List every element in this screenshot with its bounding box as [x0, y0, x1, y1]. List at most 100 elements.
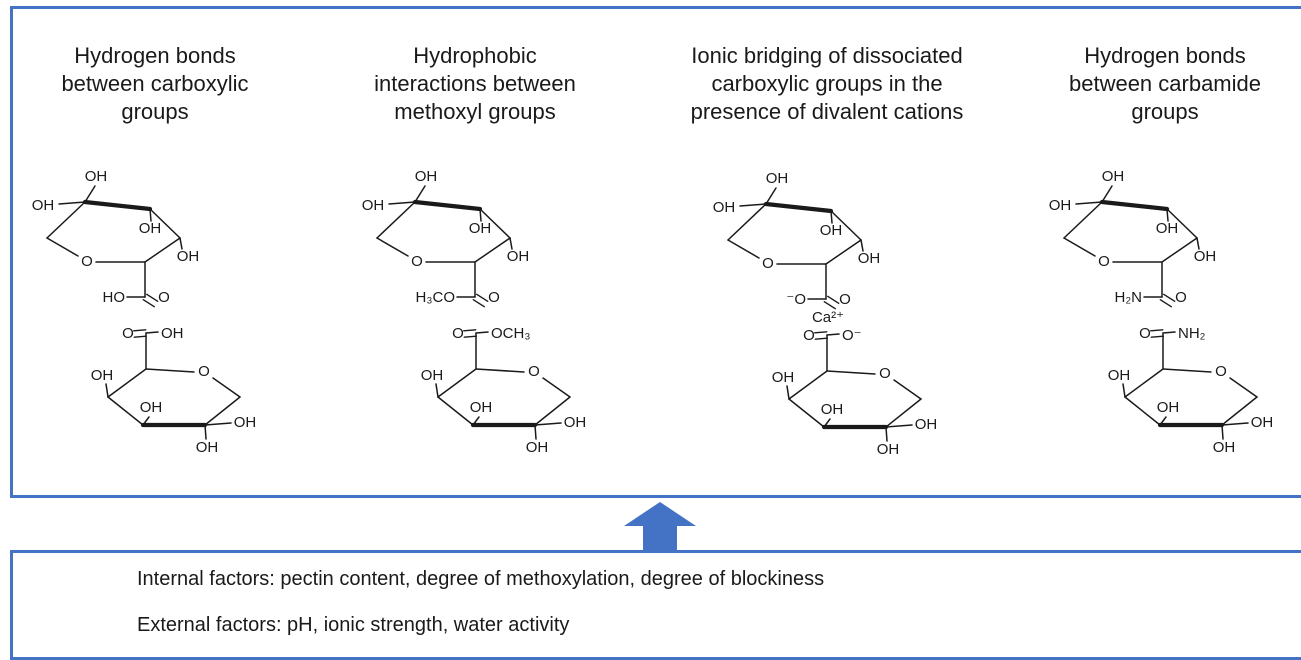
- carbonyl-bond: [1163, 293, 1176, 303]
- bond-line: [46, 237, 79, 257]
- carbonyl-oxygen-label: O: [158, 289, 170, 306]
- bond-line: [788, 398, 825, 428]
- hydroxyl-label: OH: [362, 197, 385, 214]
- bond-line: [212, 377, 241, 398]
- bond-line: [885, 426, 888, 442]
- carbonyl-bond: [463, 329, 477, 332]
- bond-line: [46, 201, 86, 239]
- hydroxyl-label: OH: [821, 401, 844, 418]
- ring-oxygen-label: O: [411, 253, 423, 270]
- bond-line: [1075, 201, 1103, 205]
- bond-line: [739, 203, 767, 207]
- bond-line: [479, 208, 482, 222]
- carbonyl-bond: [1150, 335, 1164, 338]
- bond-line: [1159, 416, 1167, 426]
- hydroxyl-label: OH: [91, 367, 114, 384]
- bond-line: [885, 424, 913, 428]
- bond-line: [1124, 396, 1161, 426]
- heading-line: Ionic bridging of dissociated: [691, 43, 963, 68]
- bond-line: [1101, 185, 1113, 203]
- bond-line: [830, 210, 833, 224]
- substituent-label: H₂N: [1115, 289, 1143, 306]
- heading-hydrophobic-methoxyl: Hydrophobic interactions between methoxy…: [310, 42, 640, 126]
- carbonyl-oxygen-label: O: [803, 327, 815, 344]
- bond-line: [830, 210, 862, 241]
- factors-panel: [10, 550, 1301, 660]
- bond-line: [437, 396, 474, 426]
- bond-line: [860, 239, 864, 252]
- carbonyl-bond: [146, 293, 159, 303]
- up-arrow-icon: [624, 502, 696, 552]
- hydroxyl-label: OH: [858, 250, 881, 267]
- hydroxyl-label: OH: [1251, 414, 1274, 431]
- ring-oxygen-label: O: [1215, 363, 1227, 380]
- heading-line: methoxyl groups: [394, 99, 556, 124]
- bond-line: [1166, 208, 1169, 222]
- bond-line: [1063, 237, 1096, 257]
- bond-line: [1229, 377, 1258, 398]
- hydroxyl-label: OH: [820, 222, 843, 239]
- hydroxyl-label: OH: [415, 168, 438, 185]
- heading-line: between carboxylic: [61, 71, 249, 96]
- hydroxyl-label: OH: [1108, 367, 1131, 384]
- hydroxyl-label: OH: [915, 416, 938, 433]
- bond-line: [765, 187, 777, 205]
- hydroxyl-label: OH: [1194, 248, 1217, 265]
- bond-line: [145, 331, 159, 334]
- carbonyl-bond: [133, 329, 147, 332]
- carbonyl-bond: [142, 298, 155, 308]
- hydroxyl-label: OH: [421, 367, 444, 384]
- bond-line: [534, 422, 562, 426]
- hydroxyl-label: OH: [877, 441, 900, 458]
- carbonyl-oxygen-label: O: [122, 325, 134, 342]
- ring-oxygen-label: O: [528, 363, 540, 380]
- carbonyl-bond: [814, 331, 828, 334]
- bond-line: [1122, 383, 1126, 398]
- ring-oxygen-label: O: [1098, 253, 1110, 270]
- bond-line: [788, 370, 828, 400]
- bond-line: [479, 208, 511, 239]
- bond-line: [437, 368, 477, 398]
- heading-carbamide-hbonds: Hydrogen bonds between carbamide groups: [1000, 42, 1301, 126]
- substituent-label: HO: [103, 289, 126, 306]
- bond-line: [58, 201, 86, 205]
- hydroxyl-label: OH: [1049, 197, 1072, 214]
- carbonyl-oxygen-label: O: [839, 291, 851, 308]
- bond-line: [142, 416, 150, 426]
- hydroxyl-label: OH: [526, 439, 549, 456]
- hydroxyl-label: OH: [177, 248, 200, 265]
- heading-line: carboxylic groups in the: [711, 71, 943, 96]
- bond-line: [144, 237, 181, 263]
- hydroxyl-label: OH: [766, 170, 789, 187]
- carbonyl-bond: [814, 337, 828, 340]
- hydroxyl-label: OH: [469, 220, 492, 237]
- bond-line: [1162, 368, 1212, 373]
- bond-line: [826, 370, 876, 375]
- bond-line: [1166, 208, 1198, 239]
- bond-line: [179, 237, 183, 250]
- hydroxyl-label: OH: [1213, 439, 1236, 456]
- carbonyl-oxygen-label: O: [452, 325, 464, 342]
- internal-factors-text: Internal factors: pectin content, degree…: [137, 568, 825, 590]
- heading-line: presence of divalent cations: [690, 99, 964, 124]
- carbonyl-oxygen-label: O: [1139, 325, 1151, 342]
- substituent-label: OH: [161, 325, 184, 342]
- bond-line: [475, 331, 489, 334]
- hydroxyl-label: OH: [1102, 168, 1125, 185]
- bond-line: [107, 396, 144, 426]
- wedge-bond: [763, 201, 834, 214]
- bond-line: [1221, 424, 1224, 440]
- bond-line: [893, 379, 922, 400]
- heading-line: between carbamide: [1068, 71, 1261, 96]
- substituent-label: ⁻O: [786, 291, 806, 308]
- substituent-label: OCH₃: [491, 325, 530, 342]
- bond-line: [727, 203, 767, 241]
- substituent-label: O⁻: [842, 327, 862, 344]
- bond-line: [435, 383, 439, 398]
- carbonyl-bond: [463, 335, 477, 338]
- heading-carboxylic-hbonds: Hydrogen bonds between carboxylic groups: [0, 42, 320, 126]
- hydroxyl-label: OH: [1156, 220, 1179, 237]
- carbonyl-bond: [1150, 329, 1164, 332]
- bond-line: [145, 368, 195, 373]
